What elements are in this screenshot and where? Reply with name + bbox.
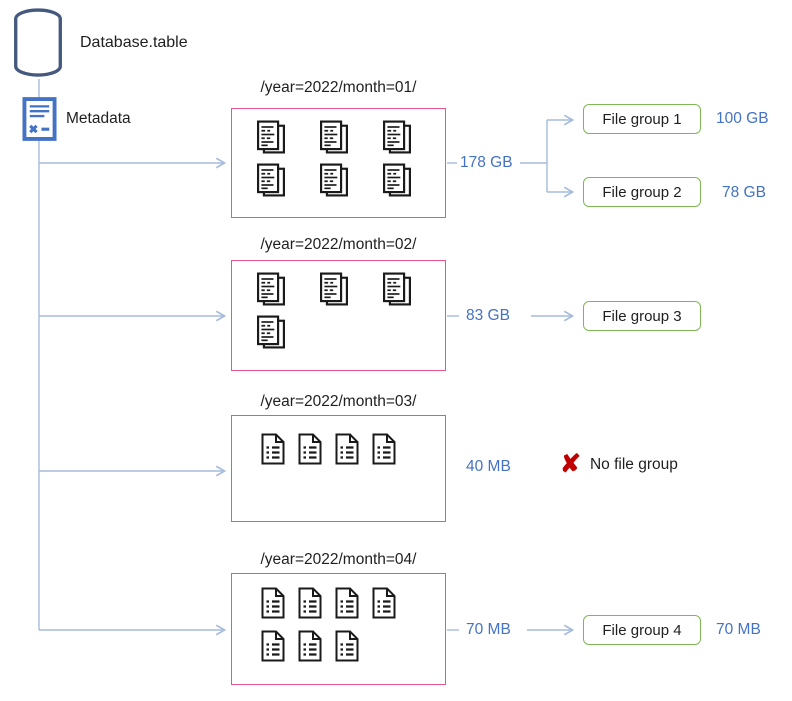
single-document-icon <box>260 630 286 662</box>
partition-3-size: 40 MB <box>466 458 511 475</box>
stacked-documents-icon <box>256 314 286 350</box>
single-document-icon <box>334 433 360 465</box>
database-table-label: Database.table <box>80 34 188 51</box>
file-group-1-box: File group 1 <box>583 104 701 134</box>
no-file-group-label: No file group <box>589 455 678 473</box>
single-document-icon <box>297 630 323 662</box>
file-group-1-size: 100 GB <box>716 110 769 127</box>
stacked-documents-icon <box>382 119 412 155</box>
single-document-icon <box>297 433 323 465</box>
partition-3-title: /year=2022/month=03/ <box>260 393 417 410</box>
stacked-documents-icon <box>256 162 286 198</box>
single-document-icon <box>260 433 286 465</box>
partition-1-split-line <box>520 120 548 192</box>
no-file-group: ✘ No file group <box>560 452 678 477</box>
stacked-documents-icon <box>319 119 349 155</box>
single-document-icon <box>334 587 360 619</box>
single-document-icon <box>297 587 323 619</box>
file-group-4-label: File group 4 <box>602 621 682 639</box>
metadata-document-icon <box>22 97 57 141</box>
partition-3-files <box>232 416 445 465</box>
single-document-icon <box>260 587 286 619</box>
partition-2-box <box>231 260 446 371</box>
stacked-documents-icon <box>382 271 412 307</box>
partition-4-files <box>232 574 445 662</box>
database-cylinder-icon <box>14 8 62 77</box>
stacked-documents-icon <box>256 119 286 155</box>
file-group-4-box: File group 4 <box>583 615 701 645</box>
partition-1-files <box>232 109 445 198</box>
single-document-icon <box>371 433 397 465</box>
single-document-icon <box>371 587 397 619</box>
file-group-1-label: File group 1 <box>602 110 682 128</box>
partition-3-box <box>231 415 446 522</box>
red-x-icon: ✘ <box>560 450 581 478</box>
partition-4-size: 70 MB <box>466 621 511 638</box>
stacked-documents-icon <box>256 271 286 307</box>
file-group-4-size: 70 MB <box>716 621 761 638</box>
partition-4-title: /year=2022/month=04/ <box>260 551 417 568</box>
partition-2-title: /year=2022/month=02/ <box>260 236 417 253</box>
partition-1-title: /year=2022/month=01/ <box>260 79 417 96</box>
metadata-label: Metadata <box>66 110 131 127</box>
partition-2-size: 83 GB <box>466 307 510 324</box>
stacked-documents-icon <box>319 162 349 198</box>
stacked-documents-icon <box>382 162 412 198</box>
partition-2-files <box>232 261 445 350</box>
file-group-3-box: File group 3 <box>583 301 701 331</box>
partition-4-box <box>231 573 446 685</box>
file-group-2-box: File group 2 <box>583 177 701 207</box>
file-group-3-label: File group 3 <box>602 307 682 325</box>
single-document-icon <box>334 630 360 662</box>
file-group-2-size: 78 GB <box>722 184 766 201</box>
file-group-2-label: File group 2 <box>602 183 682 201</box>
stacked-documents-icon <box>319 271 349 307</box>
partition-1-size: 178 GB <box>460 154 513 171</box>
partition-1-box <box>231 108 446 218</box>
